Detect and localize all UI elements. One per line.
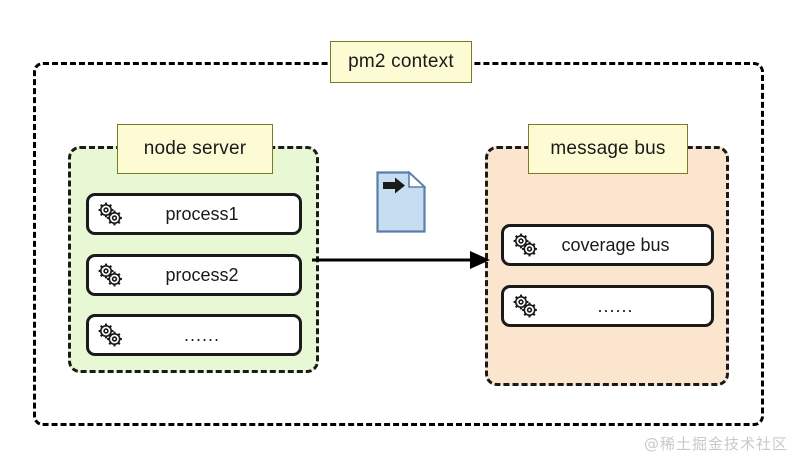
gears-icon (89, 317, 131, 353)
pm2-context-label-text: pm2 context (348, 51, 454, 72)
process-item-label: process2 (165, 264, 239, 285)
bus-item: coverage bus (501, 224, 714, 266)
gears-icon (504, 227, 546, 263)
process-item-label: process1 (165, 203, 239, 224)
message-bus-region (485, 146, 729, 386)
process-item: ...... (86, 314, 302, 356)
node-server-label: node server (117, 124, 273, 174)
bus-item: ...... (501, 285, 714, 327)
pm2-context-label: pm2 context (330, 41, 472, 83)
bus-item-label: ...... (597, 295, 634, 316)
node-server-label-text: node server (143, 138, 247, 159)
gears-icon (89, 196, 131, 232)
flow-arrow (312, 248, 492, 272)
process-item-label: ...... (183, 324, 220, 345)
gears-icon (89, 257, 131, 293)
process-item: process1 (86, 193, 302, 235)
message-bus-label: message bus (528, 124, 688, 174)
document-with-arrow-icon (376, 171, 426, 233)
bus-item-label: coverage bus (561, 234, 670, 255)
process-item: process2 (86, 254, 302, 296)
message-bus-label-text: message bus (550, 138, 666, 159)
watermark: @稀土掘金技术社区 (643, 435, 788, 453)
gears-icon (504, 288, 546, 324)
